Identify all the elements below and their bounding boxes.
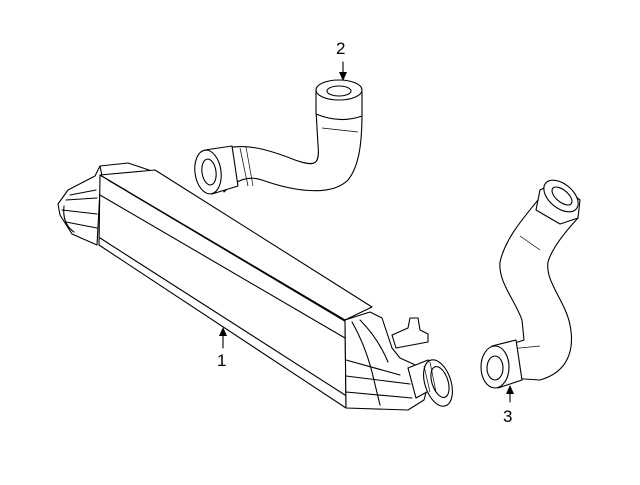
- lower-hose: [480, 179, 581, 389]
- callout-2-leader: [339, 61, 347, 81]
- intercooler: [57, 162, 453, 411]
- callout-1-leader: [219, 327, 227, 349]
- callout-label-2: 2: [336, 39, 346, 58]
- callout-label-1: 1: [217, 351, 227, 370]
- callout-3-leader: [506, 385, 514, 403]
- upper-hose: [194, 79, 363, 195]
- callout-label-3: 3: [503, 407, 513, 426]
